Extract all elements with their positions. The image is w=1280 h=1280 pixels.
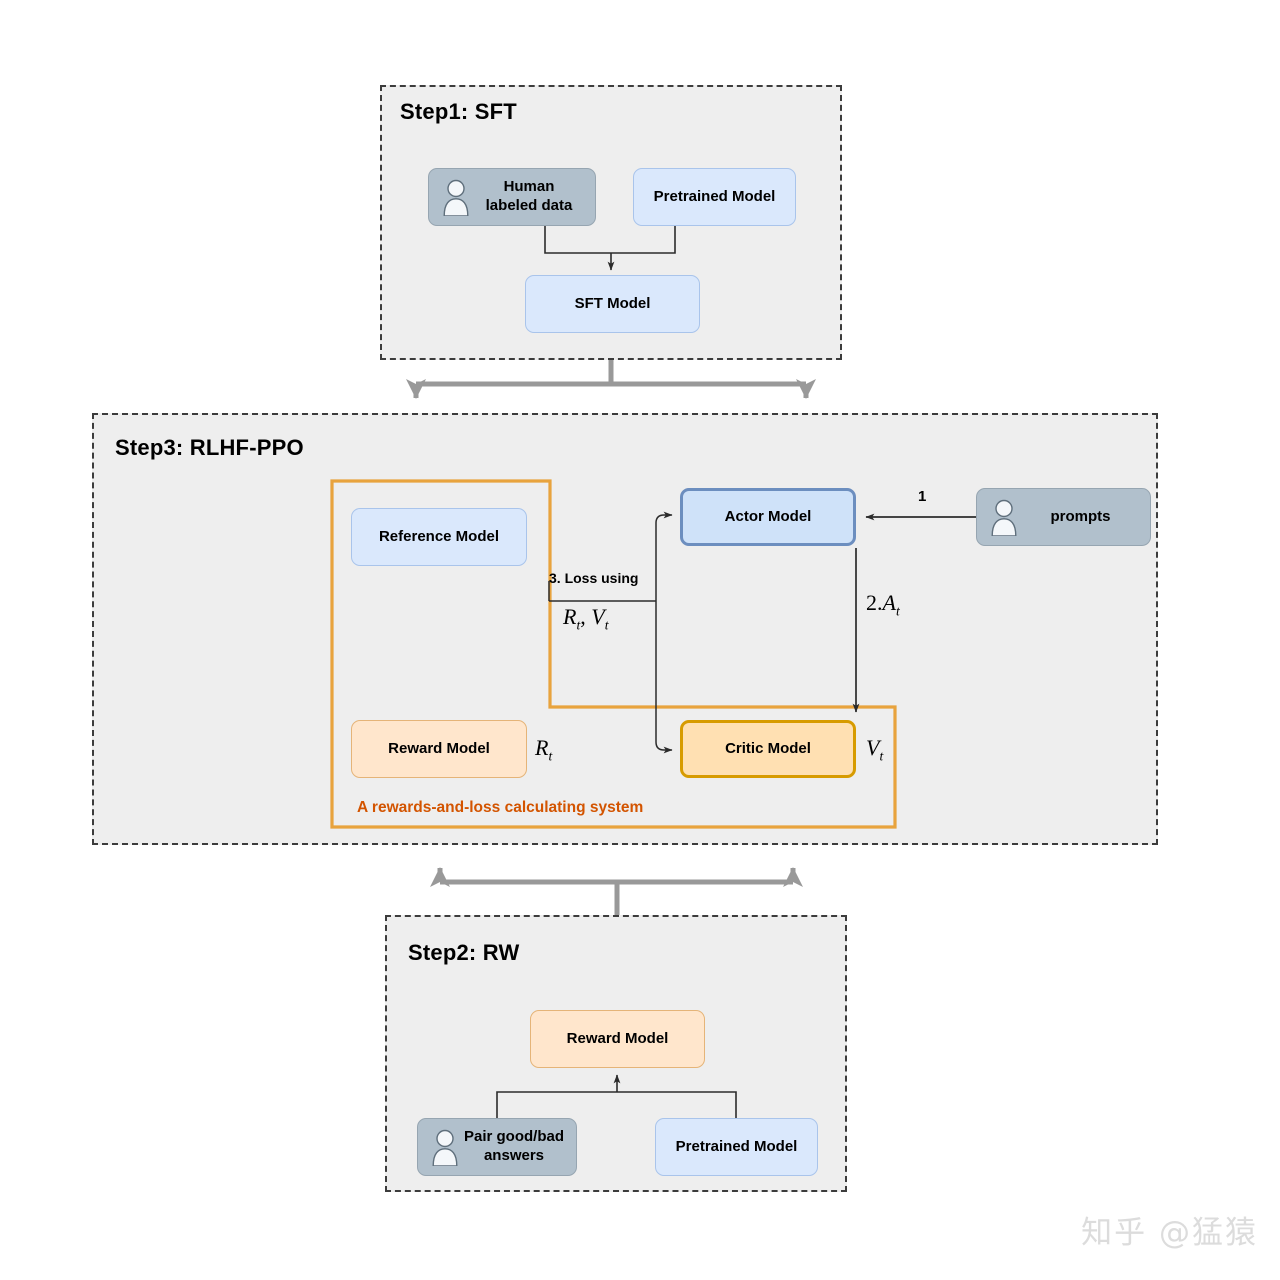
node-human-labeled-data[interactable]: Human labeled data bbox=[428, 168, 596, 226]
wire-loss-using bbox=[548, 511, 673, 754]
node-reference-model[interactable]: Reference Model bbox=[351, 508, 527, 566]
math-sub-t5: t bbox=[879, 748, 884, 764]
edge-label-loss-using: 3. Loss using bbox=[549, 570, 639, 586]
node-label: Actor Model bbox=[724, 507, 812, 525]
node-pair-answers[interactable]: Pair good/bad answers bbox=[417, 1118, 577, 1176]
step1-title: Step1: SFT bbox=[400, 99, 517, 124]
node-label: Reference Model bbox=[378, 527, 500, 545]
step3-title: Step3: RLHF-PPO bbox=[115, 435, 304, 460]
group-caption: A rewards-and-loss calculating system bbox=[357, 799, 644, 816]
watermark: 知乎 @猛猿 bbox=[1081, 1215, 1258, 1251]
node-reward-model[interactable]: Reward Model bbox=[530, 1010, 705, 1068]
node-critic-model[interactable]: Critic Model bbox=[680, 720, 856, 778]
edge-label-advantage: 2.At bbox=[866, 590, 900, 619]
node-label: Pretrained Model bbox=[653, 187, 776, 205]
node-label: prompts bbox=[1050, 507, 1111, 525]
person-icon bbox=[989, 498, 1019, 537]
math-R: R bbox=[563, 604, 577, 629]
math-R2: R bbox=[535, 735, 549, 760]
node-label: Critic Model bbox=[725, 739, 811, 757]
node-label: Pretrained Model bbox=[675, 1137, 798, 1155]
edge-label-loss-vars: Rt, Vt bbox=[563, 604, 609, 633]
node-label: Pair good/bad answers bbox=[463, 1128, 564, 1164]
value-label-critic: Vt bbox=[866, 735, 883, 764]
wire-step1-to-step3 bbox=[406, 360, 816, 399]
wire-step1-merge bbox=[544, 226, 676, 271]
node-prompts[interactable]: prompts bbox=[976, 488, 1151, 546]
wire-step2-to-step3 bbox=[430, 867, 803, 915]
node-actor-model[interactable]: Actor Model bbox=[680, 488, 856, 546]
math-prefix: 2. bbox=[866, 590, 883, 615]
person-icon bbox=[441, 178, 471, 217]
math-A: A bbox=[882, 590, 896, 615]
math-sub-t3: t bbox=[895, 603, 900, 619]
node-reward-model[interactable]: Reward Model bbox=[351, 720, 527, 778]
math-sub-t2: t bbox=[604, 617, 609, 633]
math-V2: V bbox=[866, 735, 880, 760]
math-sub-t: t bbox=[576, 617, 581, 633]
node-sft-model[interactable]: SFT Model bbox=[525, 275, 700, 333]
node-label: Reward Model bbox=[388, 739, 490, 757]
wire-step2-merge bbox=[496, 1074, 737, 1118]
math-sub-t4: t bbox=[548, 748, 553, 764]
node-label: Reward Model bbox=[566, 1029, 669, 1047]
step2-title: Step2: RW bbox=[408, 940, 520, 965]
node-pretrained-model[interactable]: Pretrained Model bbox=[655, 1118, 818, 1176]
node-label: SFT Model bbox=[574, 294, 651, 312]
node-label: Human labeled data bbox=[485, 178, 573, 214]
person-icon bbox=[430, 1128, 460, 1167]
value-label-reward: Rt bbox=[535, 735, 552, 764]
edge-label-prompts-step: 1 bbox=[918, 488, 927, 505]
math-V: V bbox=[591, 604, 605, 629]
node-pretrained-model[interactable]: Pretrained Model bbox=[633, 168, 796, 226]
